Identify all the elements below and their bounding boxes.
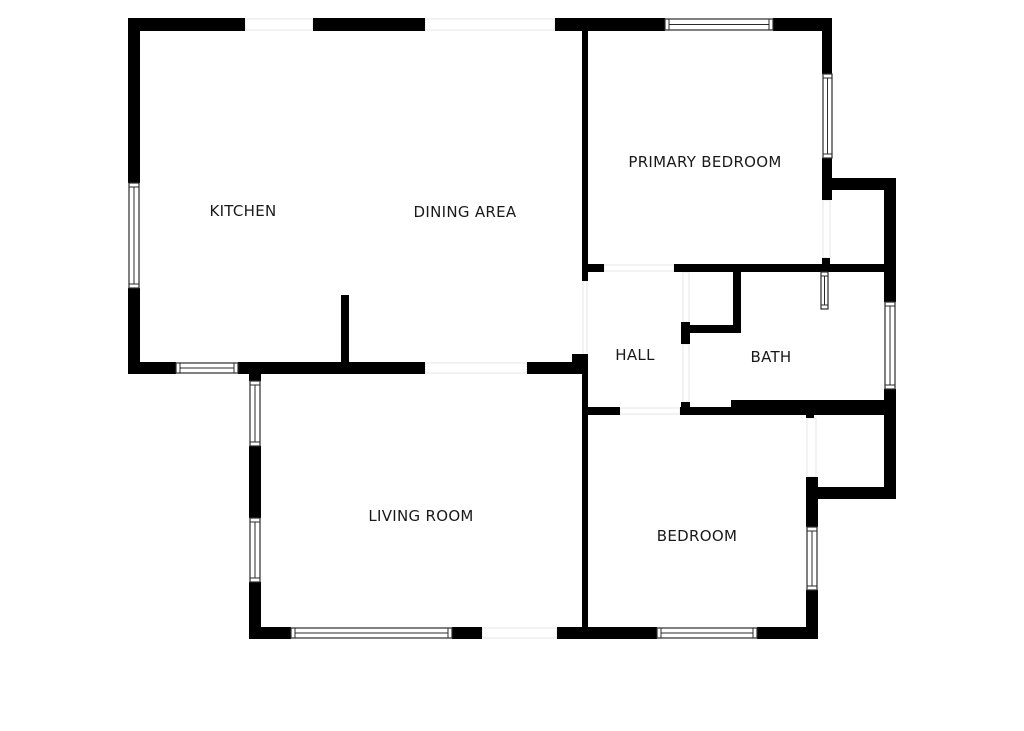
door-opening (582, 280, 588, 356)
wall-segment (822, 258, 830, 270)
window (290, 627, 453, 639)
wall-segment (249, 373, 261, 381)
wall-segment (582, 18, 588, 281)
wall-segment (884, 178, 896, 302)
wall-segment (452, 627, 482, 639)
wall-segment (733, 268, 741, 332)
wall-segment (341, 295, 349, 365)
wall-segment (588, 264, 604, 272)
wall-segment (684, 325, 741, 333)
window (664, 18, 774, 31)
door-opening (619, 407, 681, 415)
room-label-bath: BATH (750, 348, 792, 366)
wall-segment (582, 355, 588, 639)
wall-segment (806, 477, 818, 527)
wall-segment (884, 389, 896, 499)
wall-segment (527, 362, 585, 374)
wall-segment (822, 18, 832, 74)
room-label-dining-area: DINING AREA (413, 203, 517, 221)
wall-segment (128, 18, 245, 31)
room-label-hall: HALL (615, 346, 655, 364)
door-openings (244, 18, 831, 639)
wall-segment (731, 400, 891, 414)
wall-segment (681, 322, 690, 344)
wall-segment (555, 18, 665, 31)
window (175, 362, 239, 374)
window (656, 627, 758, 639)
wall-segment (757, 627, 818, 639)
door-opening (244, 18, 314, 31)
wall-segment (238, 362, 425, 374)
wall-segment (313, 18, 425, 31)
windows (128, 18, 896, 639)
window (249, 380, 261, 447)
window (820, 271, 829, 310)
room-label-kitchen: KITCHEN (209, 202, 277, 220)
wall-segment (806, 412, 814, 418)
wall-segment (557, 627, 657, 639)
wall-segment (128, 362, 176, 374)
window (128, 182, 140, 289)
wall-segment (249, 446, 261, 518)
door-opening (481, 627, 558, 639)
door-opening (682, 343, 690, 403)
wall-segment (806, 590, 818, 639)
door-opening (682, 271, 690, 323)
wall-segment (674, 264, 890, 272)
walls (128, 18, 896, 639)
window (249, 517, 261, 583)
wall-segment (822, 178, 896, 190)
wall-segment (249, 582, 261, 639)
window (806, 526, 818, 591)
door-opening (822, 199, 831, 259)
wall-segment (128, 288, 140, 374)
wall-segment (128, 18, 140, 183)
wall-segment (806, 487, 896, 499)
window (884, 301, 896, 390)
wall-segment (572, 354, 588, 366)
wall-segment (773, 18, 832, 31)
room-label-living-room: LIVING ROOM (368, 507, 474, 525)
door-opening (424, 362, 528, 374)
door-opening (424, 18, 556, 31)
door-opening (806, 417, 817, 478)
window (822, 73, 833, 159)
door-opening (603, 264, 675, 272)
wall-segment (249, 627, 291, 639)
wall-segment (588, 407, 620, 415)
room-label-primary-bedroom: PRIMARY BEDROOM (628, 153, 782, 171)
room-label-bedroom: BEDROOM (656, 527, 738, 545)
